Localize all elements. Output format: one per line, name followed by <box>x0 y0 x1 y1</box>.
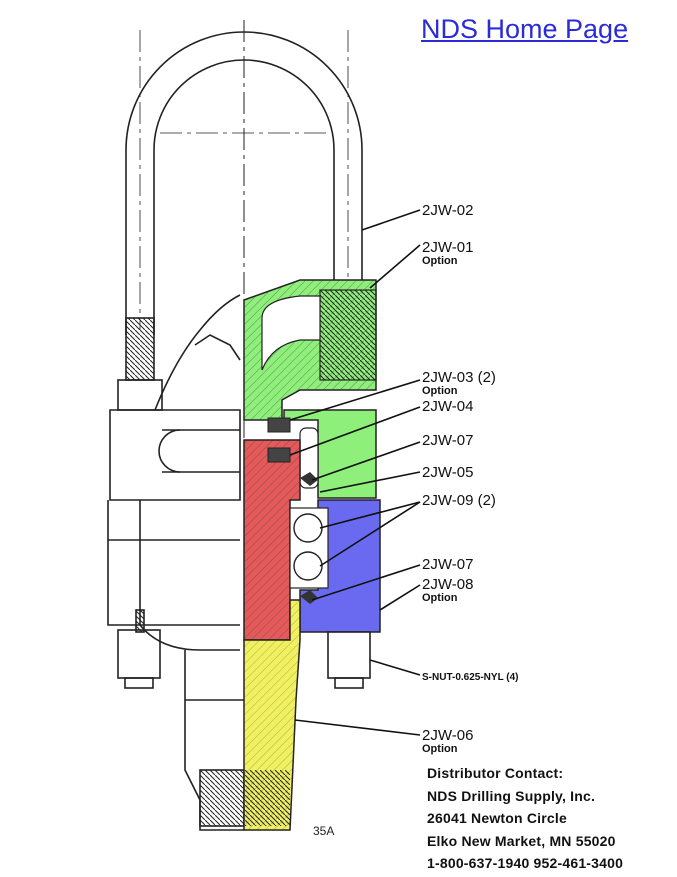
contact-city: Elko New Market, MN 55020 <box>427 832 616 849</box>
callout-2jw-03: 2JW-03 (2) Option <box>422 370 496 397</box>
part-number: 2JW-03 (2) <box>422 369 496 386</box>
part-number: 2JW-09 (2) <box>422 492 496 509</box>
callout-2jw-05: 2JW-05 <box>422 465 473 481</box>
callout-2jw-07-upper: 2JW-07 <box>422 433 473 449</box>
callout-2jw-01: 2JW-01 Option <box>422 240 473 267</box>
callout-2jw-09: 2JW-09 (2) <box>422 493 496 509</box>
part-number: 2JW-05 <box>422 464 474 481</box>
callout-2jw-02: 2JW-02 <box>422 203 473 219</box>
callout-2jw-06: 2JW-06 Option <box>422 728 473 755</box>
contact-company: NDS Drilling Supply, Inc. <box>427 787 596 804</box>
contact-heading: Distributor Contact: <box>427 765 564 781</box>
part-number: 2JW-04 <box>422 398 474 415</box>
contact-street: 26041 Newton Circle <box>427 810 567 826</box>
callout-2jw-08: 2JW-08 Option <box>422 577 473 604</box>
part-number: 2JW-07 <box>422 556 474 573</box>
callout-s-nut: S-NUT-0.625-NYL (4) <box>422 670 519 686</box>
figure-number: 35A <box>313 824 335 838</box>
callout-2jw-04: 2JW-04 <box>422 399 473 415</box>
part-note: Option <box>422 743 458 755</box>
callout-2jw-07-lower: 2JW-07 <box>422 557 473 573</box>
nds-home-page-link[interactable]: NDS Home Page <box>421 14 629 44</box>
part-number: S-NUT-0.625-NYL (4) <box>422 672 519 683</box>
bearing-ball-lower <box>293 551 323 581</box>
part-note: Option <box>422 385 458 397</box>
part-number: 2JW-06 <box>422 727 474 744</box>
bearing-ball-upper <box>293 513 323 543</box>
distributor-contact: Distributor Contact: NDS Drilling Supply… <box>427 762 623 875</box>
part-number: 2JW-01 <box>422 239 474 256</box>
part-number: 2JW-08 <box>422 576 474 593</box>
part-number: 2JW-02 <box>422 202 474 219</box>
part-note: Option <box>422 592 458 604</box>
part-number: 2JW-07 <box>422 432 474 449</box>
contact-phones: 1-800-637-1940 952-461-3400 <box>427 855 624 871</box>
part-note: Option <box>422 255 458 267</box>
